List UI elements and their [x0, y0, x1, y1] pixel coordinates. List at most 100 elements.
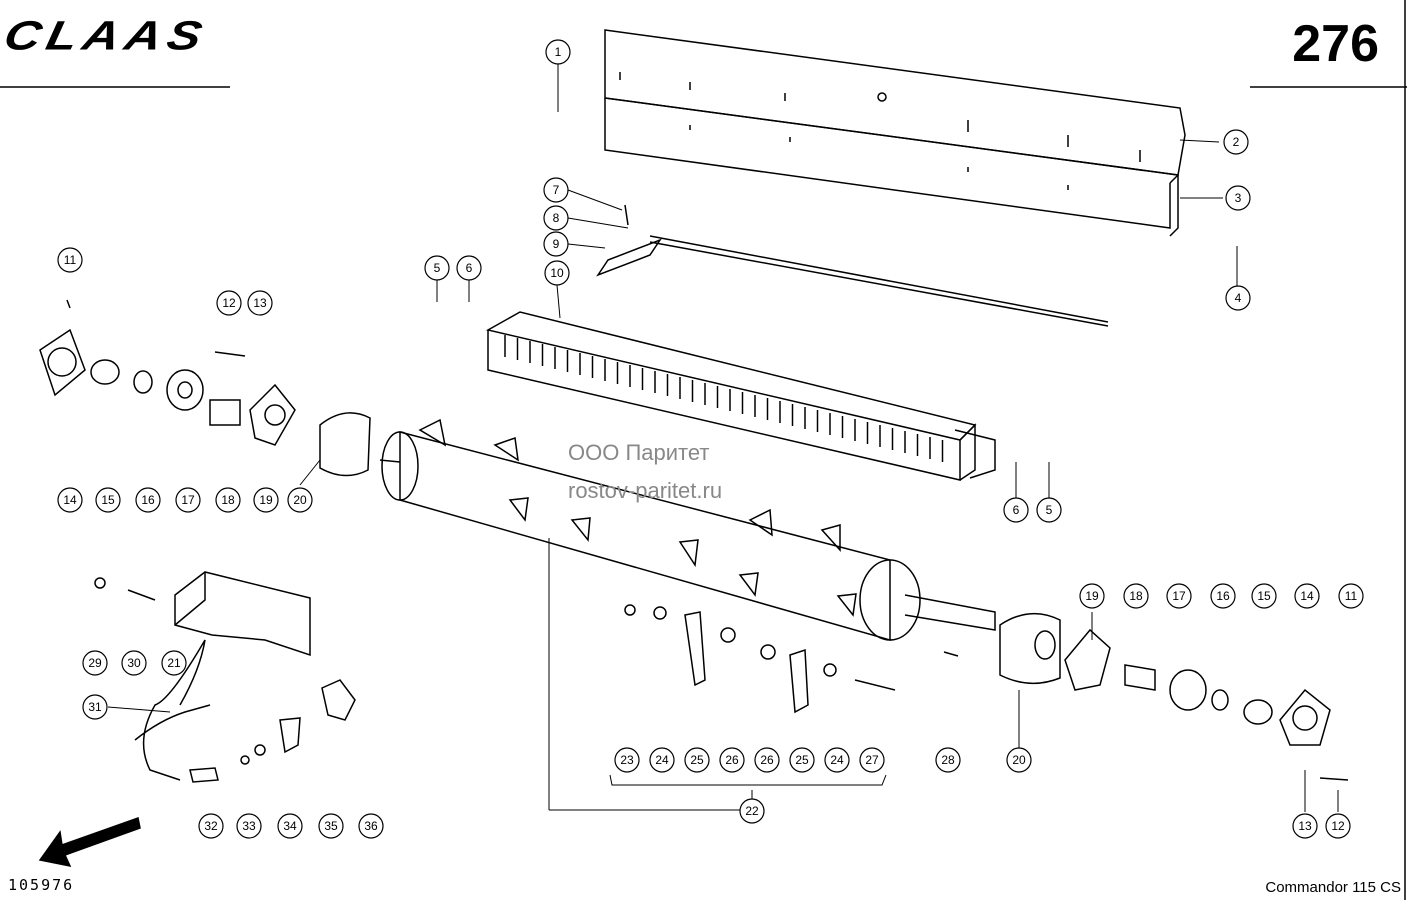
callout-c28: 28	[935, 747, 961, 773]
callout-circle	[614, 747, 640, 773]
callout-c12b: 12	[1325, 813, 1351, 839]
callout-label: 9	[553, 237, 560, 251]
callout-c8: 8	[543, 205, 569, 231]
callout-circle	[543, 205, 569, 231]
callout-c24b: 24	[824, 747, 850, 773]
callout-circle	[1210, 583, 1236, 609]
callout-label: 26	[760, 753, 774, 767]
callout-label: 16	[141, 493, 155, 507]
callout-label: 25	[690, 753, 704, 767]
callout-circle	[57, 247, 83, 273]
callout-label: 29	[88, 656, 102, 670]
callout-circle	[1225, 285, 1251, 311]
callout-c11a: 11	[57, 247, 83, 273]
callout-circle	[1225, 185, 1251, 211]
callout-label: 13	[1298, 819, 1312, 833]
callout-circle	[121, 650, 147, 676]
callout-c6b: 6	[1003, 497, 1029, 523]
model-name: Commandor 115 CS	[1265, 879, 1401, 896]
callout-label: 19	[259, 493, 273, 507]
callout-circle	[824, 747, 850, 773]
callout-label: 27	[865, 753, 879, 767]
callout-c29: 29	[82, 650, 108, 676]
callout-label: 15	[101, 493, 115, 507]
callout-c7: 7	[543, 177, 569, 203]
callout-label: 31	[88, 700, 102, 714]
rotor-shaft	[379, 418, 996, 641]
direction-arrow	[38, 817, 141, 868]
callout-label: 10	[550, 266, 564, 280]
callout-c22: 22	[739, 798, 765, 824]
right-bearing-group	[943, 612, 1349, 781]
callout-label: 11	[64, 253, 77, 267]
callout-circle	[739, 798, 765, 824]
callout-label: 20	[293, 493, 307, 507]
callout-c4: 4	[1225, 285, 1251, 311]
callout-circle	[95, 487, 121, 513]
callout-label: 3	[1235, 191, 1242, 205]
callout-circle	[57, 487, 83, 513]
callout-circle	[1036, 497, 1062, 523]
callout-label: 15	[1257, 589, 1271, 603]
callout-label: 33	[242, 819, 256, 833]
callout-circle	[789, 747, 815, 773]
callout-label: 6	[466, 261, 473, 275]
callout-label: 24	[830, 753, 844, 767]
callout-label: 26	[725, 753, 739, 767]
callout-c26a: 26	[719, 747, 745, 773]
callout-label: 35	[324, 819, 338, 833]
callout-label: 28	[941, 753, 955, 767]
callout-c27: 27	[859, 747, 885, 773]
rod-assembly	[596, 204, 1109, 327]
callout-label: 7	[553, 183, 560, 197]
callout-circle	[277, 813, 303, 839]
callout-circle	[719, 747, 745, 773]
callout-c17b: 17	[1166, 583, 1192, 609]
callout-label: 18	[221, 493, 235, 507]
callout-label: 5	[434, 261, 441, 275]
callout-c36: 36	[358, 813, 384, 839]
callout-circle	[161, 650, 187, 676]
callout-c30: 30	[121, 650, 147, 676]
drawing-number: 105976	[8, 876, 75, 894]
callout-c23: 23	[614, 747, 640, 773]
callout-c21: 21	[161, 650, 187, 676]
callout-circle	[1325, 813, 1351, 839]
callout-label: 17	[181, 493, 195, 507]
callout-circle	[1223, 129, 1249, 155]
callout-circle	[216, 290, 242, 316]
sensor-assembly	[94, 571, 356, 783]
callout-c13a: 13	[247, 290, 273, 316]
callout-c16b: 16	[1210, 583, 1236, 609]
callout-c35: 35	[318, 813, 344, 839]
callout-label: 5	[1046, 503, 1053, 517]
callout-circle	[1292, 813, 1318, 839]
callout-label: 1	[555, 45, 562, 59]
callout-label: 22	[745, 804, 759, 818]
callout-c17a: 17	[175, 487, 201, 513]
callout-label: 18	[1129, 589, 1143, 603]
callout-label: 6	[1013, 503, 1020, 517]
callout-c31: 31	[82, 694, 108, 720]
callout-circle	[543, 177, 569, 203]
callout-circle	[859, 747, 885, 773]
callout-circle	[1294, 583, 1320, 609]
callout-circle	[1079, 583, 1105, 609]
callout-label: 32	[204, 819, 218, 833]
callout-circle	[935, 747, 961, 773]
perforated-trough	[485, 311, 996, 481]
callout-c19a: 19	[253, 487, 279, 513]
callout-c24a: 24	[649, 747, 675, 773]
callout-circle	[1003, 497, 1029, 523]
callout-c5b: 5	[1036, 497, 1062, 523]
callout-circle	[1251, 583, 1277, 609]
callout-c15a: 15	[95, 487, 121, 513]
callout-label: 2	[1233, 135, 1240, 149]
callout-c19b: 19	[1079, 583, 1105, 609]
callout-circle	[1338, 583, 1364, 609]
callout-label: 17	[1172, 589, 1186, 603]
callout-circle	[684, 747, 710, 773]
